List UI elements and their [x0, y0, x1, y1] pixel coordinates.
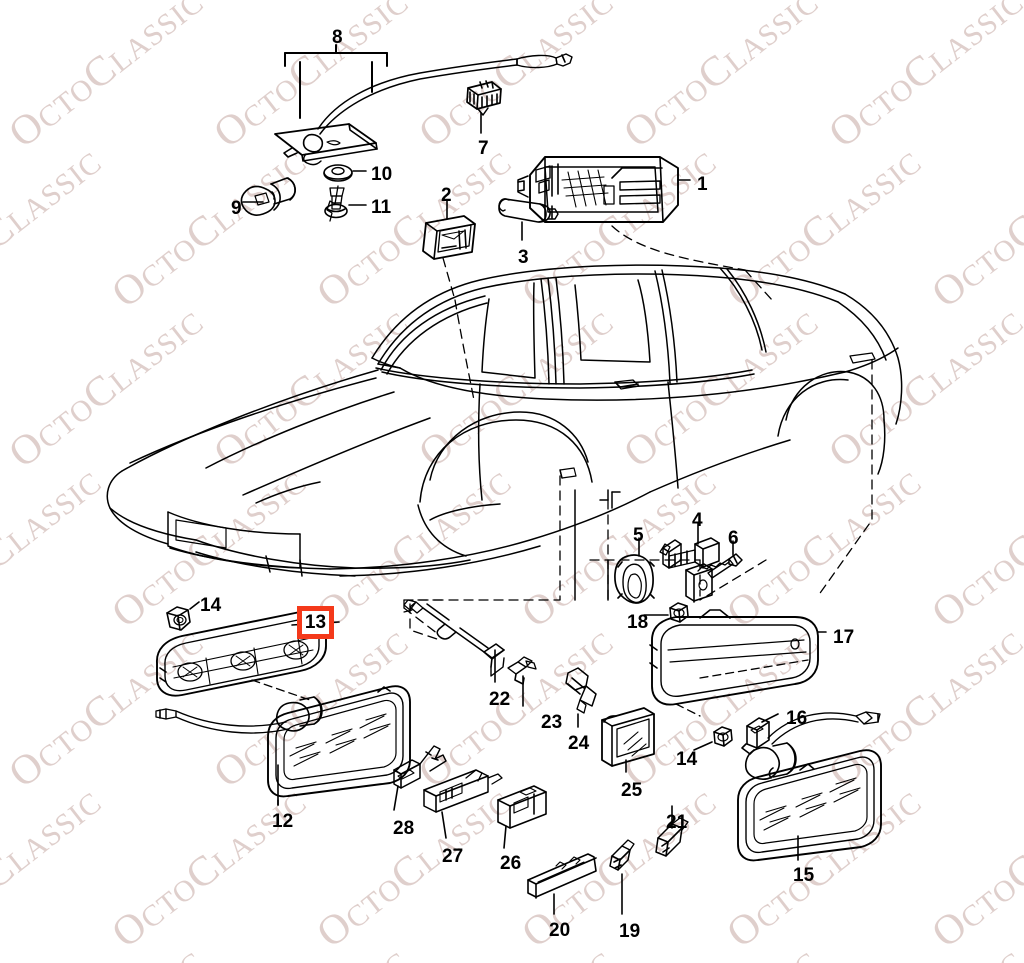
leader-13-dashed [251, 679, 311, 701]
callout-number-rear-interior-lamp-assembly: 1 [697, 174, 708, 195]
callout-number-spade-terminal: 28 [393, 818, 415, 839]
part-18-nut [669, 602, 689, 623]
part-8-lamp-assembly [274, 53, 573, 166]
part-24-bulb [565, 667, 597, 714]
part-3-bulb [498, 198, 559, 223]
part-5-grommet [614, 554, 655, 604]
part-9-bulb [240, 177, 296, 216]
part-14-nut-left [166, 606, 191, 631]
callout-number-connector-terminal: 23 [541, 712, 563, 733]
car-body-illustration [106, 264, 903, 577]
callout-number-wedge-base-bulb: 24 [568, 733, 590, 754]
part-16-holder [741, 711, 881, 780]
part-12-lens [267, 685, 411, 798]
callout-number-washer: 10 [371, 164, 393, 185]
part-22-harness [403, 599, 537, 685]
callout-number-screw: 11 [371, 197, 392, 218]
callout-number-turn-signal-housing-right: 17 [833, 627, 855, 648]
part-17-housing [649, 609, 819, 706]
sill-brackets [574, 489, 621, 601]
leader-1-dashed [611, 225, 773, 301]
leader-16 [761, 713, 779, 723]
leader-27 [441, 811, 447, 839]
part-11-screw [324, 185, 348, 222]
callout-number-spring-clip: 19 [619, 921, 641, 942]
part-13-lead [155, 708, 289, 734]
callout-number-hex-nut-small: 18 [627, 612, 649, 633]
callout-number-wiring-harness-lead: 22 [489, 689, 511, 710]
callout-number-front-turn-signal-lens-right: 15 [793, 865, 815, 886]
callout-number-bayonet-bulb: 9 [231, 198, 242, 219]
leader-2-dashed [442, 257, 456, 301]
part-27-terminal [423, 769, 503, 813]
callout-number-hex-nut: 14 [676, 749, 698, 770]
part-25-lens [601, 707, 655, 767]
callout-number-festoon-bulb: 3 [518, 247, 529, 268]
part-19-clip [609, 839, 635, 871]
callout-number-rubber-pad-strip: 20 [549, 920, 571, 941]
callout-number-bulb-holder-with-lead-right: 16 [786, 708, 808, 729]
part-4-striker [659, 537, 720, 603]
leader-14-right [693, 741, 713, 751]
part-7-clip [466, 80, 502, 116]
part-14-nut-right [713, 726, 733, 747]
callout-number-door-striker-latch: 4 [692, 510, 703, 531]
leader-26 [503, 825, 507, 849]
leader-17-dashed [675, 659, 809, 717]
part-10-washer [323, 164, 353, 182]
callout-number-connector-housing: 26 [500, 853, 522, 874]
callout-number-rubber-grommet-seal: 5 [633, 525, 644, 546]
callout-number-front-turn-signal-lens-left: 12 [272, 811, 294, 832]
callout-number-wiring-clip: 7 [478, 138, 489, 159]
part-13-housing [156, 610, 327, 697]
callout-number-tapping-screw: 6 [728, 528, 739, 549]
callout-number-hex-nut: 14 [200, 595, 222, 616]
callout-number-side-repeater-lens: 25 [621, 780, 643, 801]
leader-14-left [189, 601, 200, 610]
bracket-8 [284, 44, 388, 119]
part-20-pad [527, 853, 597, 899]
callout-number-retaining-clip: 21 [666, 812, 688, 833]
part-6-screw [697, 553, 743, 579]
part-1-rear-lamp [517, 156, 679, 223]
part-28-terminal [393, 745, 447, 789]
part-2-lens [422, 215, 476, 260]
highlighted-callout-13[interactable]: 13 [297, 606, 334, 639]
body-locator-dashes-2 [403, 559, 701, 635]
leader-28 [393, 785, 399, 811]
callout-number-side-marker-lens: 2 [441, 185, 452, 206]
part-15-lens [737, 749, 882, 862]
part-26-connector [497, 785, 547, 829]
callout-number-flat-blade-terminal: 27 [442, 846, 464, 867]
callout-number-lamp-with-lead-assembly: 8 [332, 27, 343, 48]
